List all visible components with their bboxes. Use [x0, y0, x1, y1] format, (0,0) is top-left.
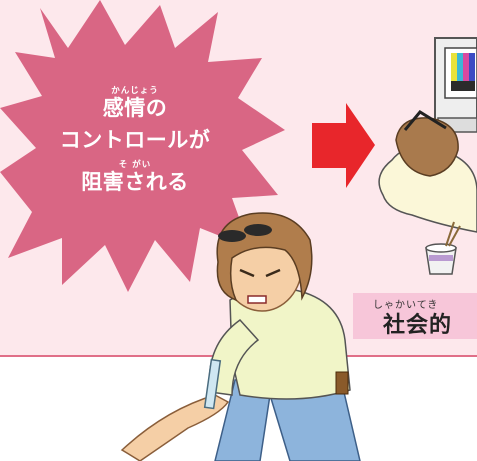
cup-noodle-icon — [425, 221, 461, 275]
angry-person — [120, 212, 361, 461]
starburst-shape — [0, 0, 285, 292]
burst-line-3: 阻害される — [81, 170, 189, 194]
ruby-kanjou: かんじょう — [111, 86, 159, 96]
slumped-person — [378, 110, 477, 233]
burst-line-1: 感情の — [102, 96, 168, 120]
caption-box: しゃかいてき 社会的 — [353, 293, 477, 339]
computer-monitor-icon — [434, 37, 477, 133]
starburst-caption: かんじょう 感情の コントロールが そ がい 阻害される — [30, 86, 240, 194]
caption-ruby: しゃかいてき — [373, 300, 439, 311]
ruby-sogai: そ がい — [118, 160, 152, 170]
right-arrow-icon — [312, 103, 375, 188]
caption-text: 社会的 — [383, 313, 453, 338]
burst-line-2: コントロールが — [59, 128, 211, 152]
